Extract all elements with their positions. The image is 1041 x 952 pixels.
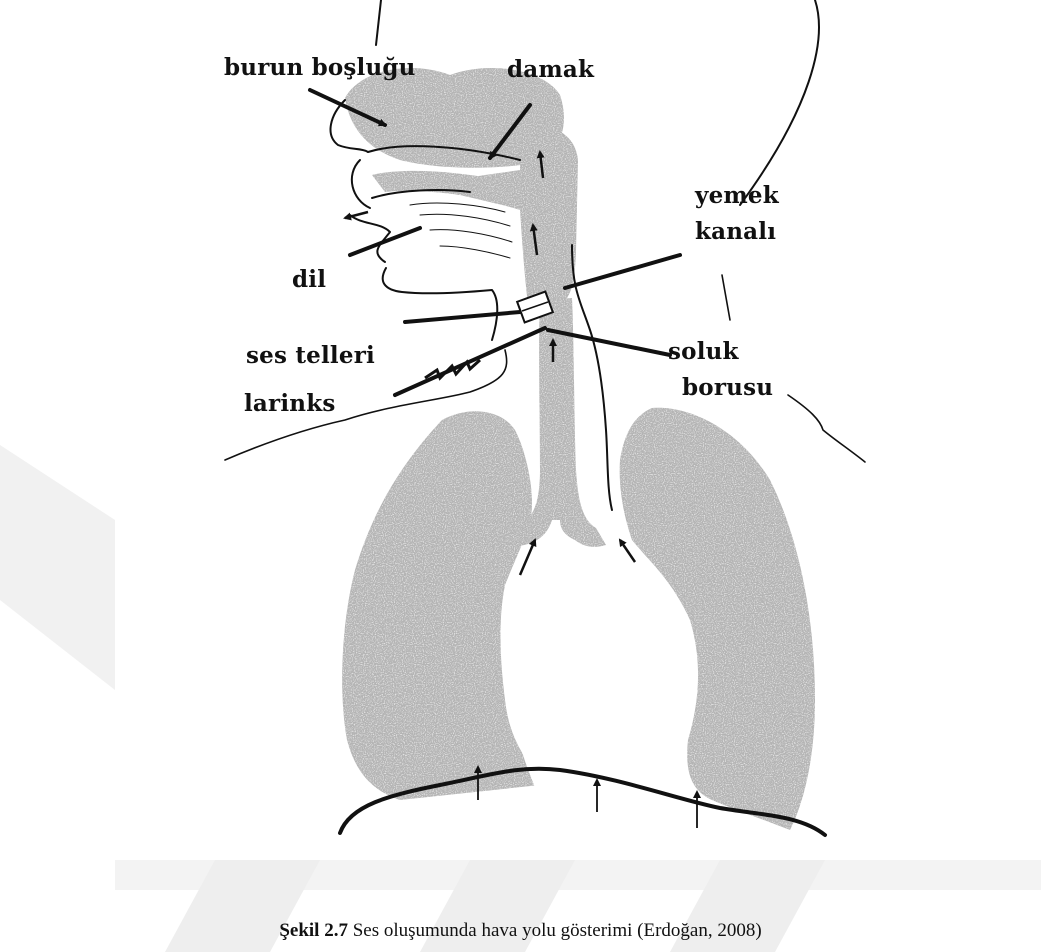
label-larinks: larinks [244,392,336,415]
label-borusu: borusu [682,376,773,399]
caption-text: Ses oluşumunda hava yolu gösterimi (Erdo… [353,920,762,941]
pointer-dil [350,228,420,255]
pointer-yemek [565,255,680,288]
pointer-larinks [395,328,545,395]
caption-figure-number: Şekil 2.7 [279,920,348,941]
label-burun-boslugu: burun boşluğu [224,56,416,79]
label-ses-telleri: ses telleri [246,344,375,367]
label-kanali: kanalı [695,220,776,243]
label-damak: damak [507,58,594,81]
arrow-nose-out [345,212,368,218]
label-soluk: soluk [668,340,739,363]
figure-caption: Şekil 2.7 Ses oluşumunda hava yolu göste… [0,920,1041,942]
left-lung-shape [342,411,540,800]
label-dil: dil [292,268,326,291]
arrow-right-bronchus [620,540,635,562]
pointer-ses [405,312,520,322]
label-yemek: yemek [695,184,779,207]
